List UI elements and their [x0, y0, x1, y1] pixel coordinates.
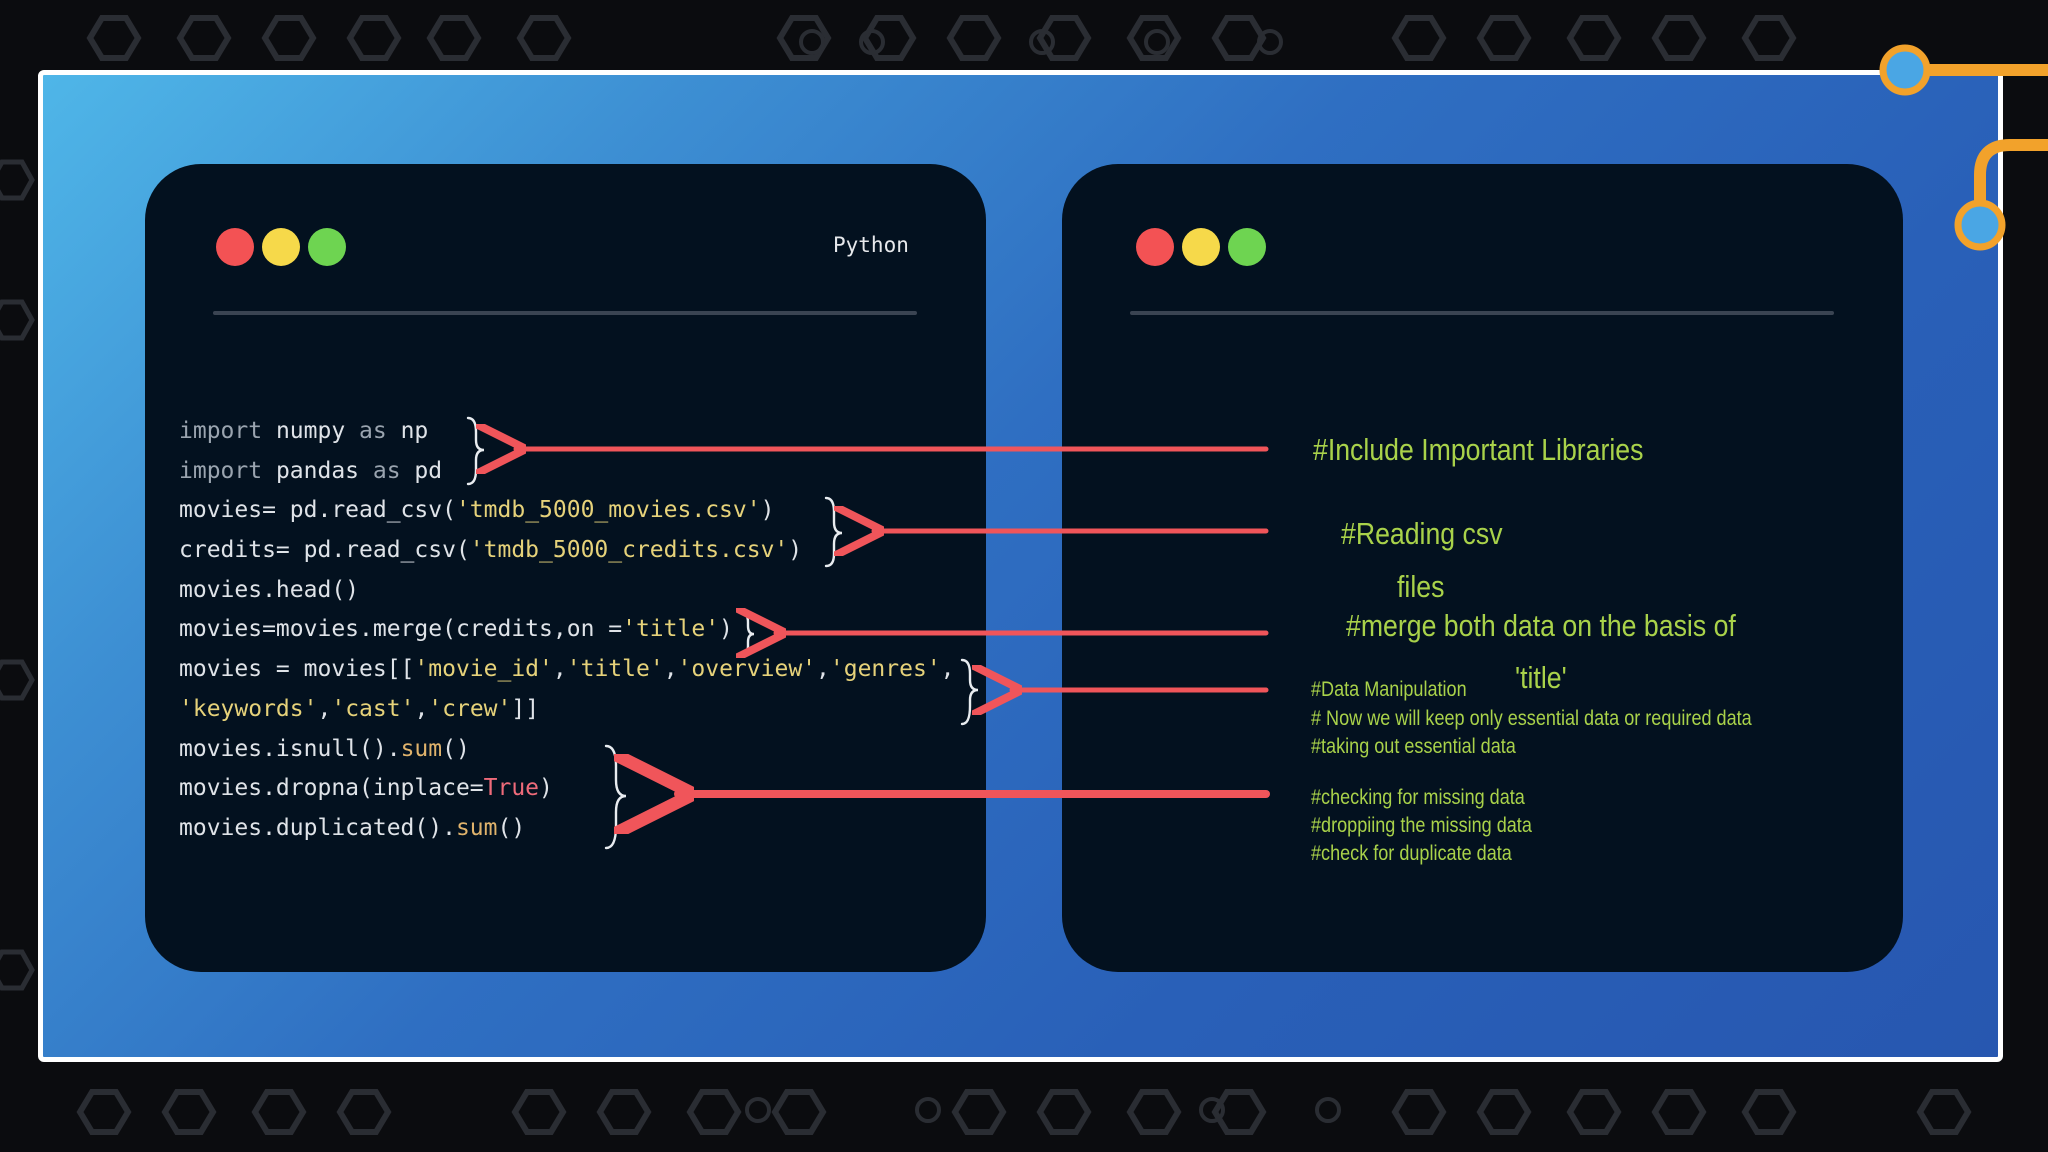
minimize-dot-icon — [262, 228, 300, 266]
code-line: movies.isnull().sum() — [179, 730, 955, 770]
code-token: ) — [539, 775, 553, 802]
code-token: numpy — [262, 418, 360, 444]
code-line: movies.head() — [179, 571, 955, 611]
close-dot-icon — [1136, 228, 1174, 266]
code-token: 'title' — [622, 616, 720, 643]
code-token: as — [372, 457, 401, 484]
code-token: pd — [400, 457, 443, 484]
code-token: () — [442, 735, 470, 762]
code-token: movies.duplicated(). — [179, 814, 456, 841]
note-missing-2: #droppiing the missing data — [1311, 814, 1532, 837]
code-token: 'overview' — [677, 656, 817, 683]
code-line: movies.duplicated().sum() — [179, 809, 955, 849]
code-token: movies=movies.merge(credits,on = — [179, 616, 623, 643]
code-token: 'tmdb_5000_credits.csv' — [469, 537, 789, 564]
minimize-dot-icon — [1182, 228, 1220, 266]
code-token: movies= pd.read_csv( — [179, 497, 456, 524]
note-libraries: #Include Important Libraries — [1313, 432, 1644, 467]
code-token: ]] — [511, 695, 540, 722]
code-token: 'crew' — [428, 695, 512, 722]
code-token: , — [552, 656, 567, 683]
maximize-dot-icon — [1228, 228, 1266, 266]
note-manipulation-2: # Now we will keep only essential data o… — [1311, 707, 1752, 730]
code-token: , — [816, 656, 830, 683]
code-line: movies=movies.merge(credits,on ='title') — [179, 610, 955, 650]
code-token: import — [179, 418, 263, 444]
code-token: () — [497, 814, 526, 841]
code-token: movies.isnull(). — [179, 735, 401, 762]
code-token: 'title' — [566, 656, 664, 683]
maximize-dot-icon — [308, 228, 346, 266]
close-dot-icon — [216, 228, 254, 266]
note-missing-3: #check for duplicate data — [1311, 842, 1512, 865]
hexagon-pattern-left — [0, 159, 35, 991]
note-manipulation-1: #Data Manipulation — [1311, 678, 1467, 701]
code-token: import — [179, 457, 263, 484]
code-line: movies.dropna(inplace=True) — [179, 769, 955, 809]
code-token: sum — [400, 735, 443, 762]
code-token: pandas — [262, 457, 373, 484]
note-missing-1: #checking for missing data — [1311, 786, 1525, 809]
code-token: , — [317, 695, 332, 722]
panel-divider — [213, 311, 917, 315]
language-label: Python — [833, 233, 909, 257]
code-token: movies = movies[[ — [179, 656, 415, 683]
code-token: 'movie_id' — [414, 656, 553, 683]
code-token: ) — [719, 616, 733, 643]
note-files: files — [1397, 569, 1445, 604]
code-token: , — [940, 656, 955, 683]
code-line: credits= pd.read_csv('tmdb_5000_credits.… — [179, 531, 955, 571]
code-token: np — [386, 418, 429, 444]
note-title-word: 'title' — [1515, 660, 1567, 695]
code-token: as — [359, 418, 387, 444]
hexagon-pattern-top — [86, 15, 1797, 61]
code-token: ) — [760, 497, 775, 524]
code-token: ) — [788, 537, 803, 564]
code-token: movies.head() — [179, 576, 360, 603]
code-token: 'keywords' — [179, 695, 318, 722]
hexagon-pattern-bottom — [76, 1089, 1972, 1135]
code-token: 'tmdb_5000_movies.csv' — [455, 497, 761, 524]
code-line: 'keywords','cast','crew']] — [179, 690, 955, 730]
code-token: True — [483, 775, 540, 802]
code-line: movies = movies[['movie_id','title','ove… — [179, 650, 955, 690]
notes-panel — [1062, 164, 1903, 972]
code-token: movies.dropna(inplace= — [179, 775, 484, 802]
code-token: 'cast' — [331, 695, 415, 722]
code-token: , — [414, 695, 429, 722]
code-token: sum — [455, 814, 498, 841]
code-token: 'genres' — [829, 656, 941, 683]
code-line: movies= pd.read_csv('tmdb_5000_movies.cs… — [179, 491, 955, 531]
code-line: import numpy as np — [179, 412, 955, 452]
panel-divider — [1130, 311, 1834, 315]
code-token: , — [663, 656, 678, 683]
note-merge: #merge both data on the basis of — [1346, 608, 1736, 643]
code-token: credits= pd.read_csv( — [179, 537, 470, 564]
note-reading-csv: #Reading csv — [1341, 516, 1503, 551]
code-line: import pandas as pd — [179, 452, 955, 492]
note-manipulation-3: #taking out essential data — [1311, 735, 1516, 758]
